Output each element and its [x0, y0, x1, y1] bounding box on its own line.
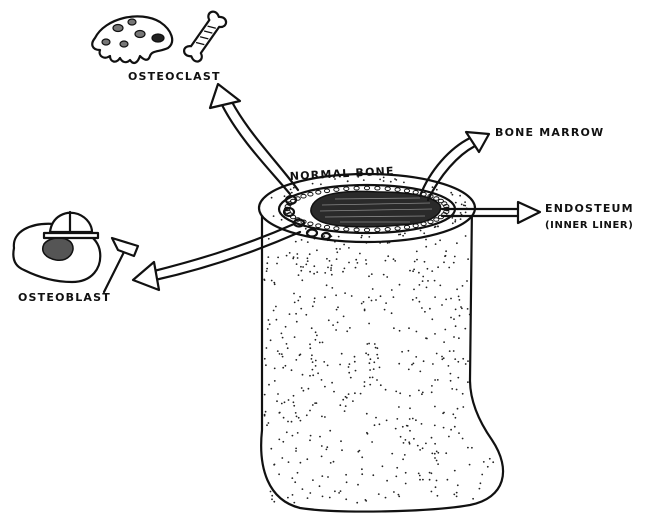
inner-liner-label: (INNER LINER): [545, 220, 633, 231]
bone-icon: [182, 10, 228, 64]
hammer-icon: [104, 238, 138, 292]
osteoclast-label: OSTEOCLAST: [128, 70, 221, 83]
bone-shaft: [261, 205, 503, 512]
endosteum-label: ENDOSTEUM: [545, 202, 634, 215]
bone-marrow-label: BONE MARROW: [495, 126, 604, 139]
hard-hat-icon: [44, 212, 98, 238]
arrow-osteoclast: [210, 84, 298, 194]
osteoclast-cell-icon: [92, 16, 172, 63]
osteoblast-label: OSTEOBLAST: [18, 291, 111, 304]
